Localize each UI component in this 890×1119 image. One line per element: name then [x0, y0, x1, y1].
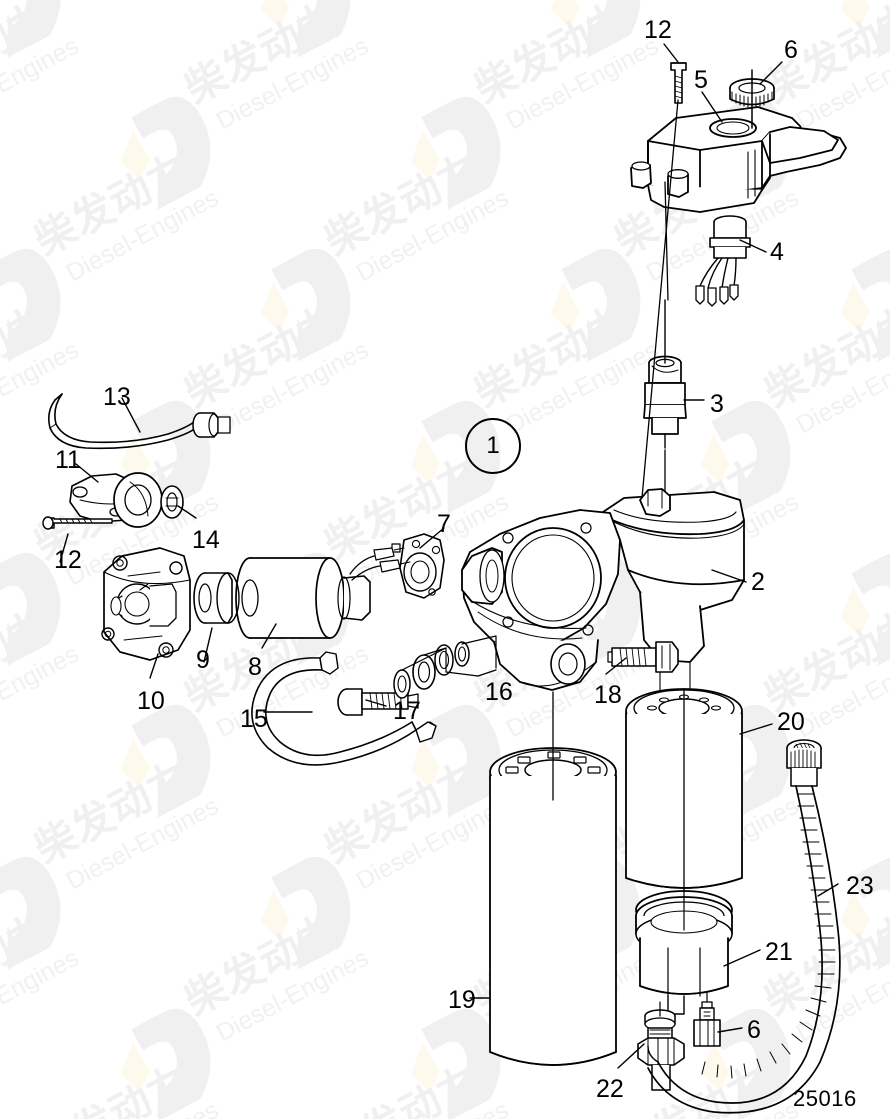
callout-label-oil-filter: 19 [448, 986, 476, 1014]
part-fuel-pump [235, 547, 411, 639]
callout-label-fuel-filter: 20 [777, 708, 805, 736]
part-seal-ring [160, 485, 184, 519]
callout-label-sensor-housing-cover: 5 [694, 66, 708, 94]
callout-label-screw-upper: 12 [644, 16, 672, 44]
callout-label-flexible-drain-hose: 23 [846, 872, 874, 900]
callout-label-screw-lower: 12 [54, 546, 82, 574]
part-connector-nut-bottom [693, 991, 721, 1047]
part-seal-holder [113, 472, 163, 528]
part-filter-housing-bracket [461, 488, 745, 701]
part-screw-lower [42, 516, 113, 530]
part-fuel-line-pipe [48, 393, 231, 450]
callout-label-sealing-bush: 9 [196, 646, 210, 674]
part-pump-housing-cover [101, 547, 191, 661]
callout-label-banjo-bolt: 17 [393, 697, 421, 725]
callout-label-water-in-fuel-sensor: 22 [596, 1075, 624, 1103]
assembly-callout-1: 1 [465, 418, 521, 474]
part-gasket-flange [391, 533, 445, 599]
callout-label-water-separator-bowl: 21 [765, 938, 793, 966]
part-pressure-sensor [643, 299, 687, 449]
part-washers [393, 635, 497, 699]
callout-label-fuel-pump: 8 [248, 653, 262, 681]
callout-label-fuel-hose-loop: 15 [240, 705, 268, 733]
part-water-in-fuel-sensor [637, 1001, 685, 1091]
part-oil-filter [489, 691, 617, 1066]
callout-label-pump-housing-cover: 10 [137, 687, 165, 715]
callout-label-connector-nut: 6 [747, 1016, 761, 1044]
callout-label-filter-housing-bracket: 2 [751, 568, 765, 596]
part-screw-upper [670, 62, 687, 104]
callout-label-knurled-nut: 6 [784, 36, 798, 64]
part-flange-screw [607, 641, 679, 673]
callout-label-gasket-flange: 7 [437, 510, 451, 538]
callout-label-flange-screw: 18 [594, 681, 622, 709]
diagram-part-number: 25016 [793, 1086, 857, 1111]
callout-label-fuel-line-pipe: 13 [103, 383, 131, 411]
part-fuel-filter [625, 688, 743, 901]
callout-label-washers: 16 [485, 678, 513, 706]
callout-label-seal-ring: 14 [192, 526, 220, 554]
part-sealing-bush [193, 572, 240, 624]
callout-label-pressure-sensor: 3 [710, 390, 724, 418]
callout-label-wiring-harness-connector: 4 [770, 238, 784, 266]
part-sensor-housing-cover [630, 106, 847, 213]
part-wiring-harness-connector [695, 215, 751, 307]
part-water-separator-bowl [635, 889, 733, 1015]
callout-label-bracket-arm: 11 [55, 446, 81, 474]
